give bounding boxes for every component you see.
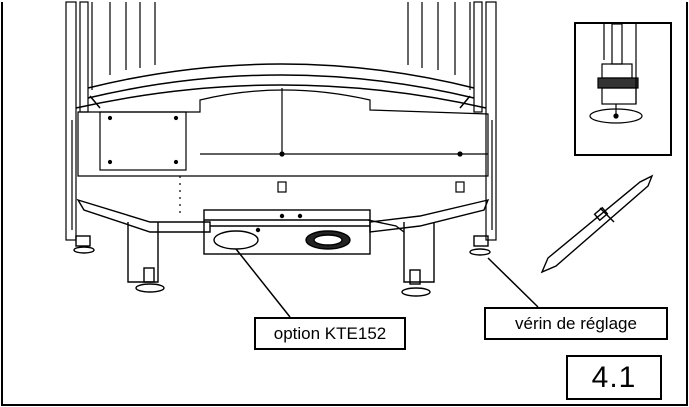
- option-kte152-label: option KTE152: [254, 317, 406, 350]
- top-arc: [75, 63, 487, 109]
- adjustment-wrench: [540, 174, 654, 274]
- base-frame: [73, 198, 491, 297]
- back-panel: [77, 88, 489, 216]
- leveling-jack-label: vérin de réglage: [484, 307, 668, 340]
- figure-number: 4.1: [566, 355, 662, 400]
- callout-lines: [235, 248, 539, 318]
- jack-detail-illustration: [589, 23, 643, 124]
- left-uprights: [65, 1, 156, 241]
- right-uprights: [407, 1, 497, 241]
- detail-inset: [574, 22, 672, 156]
- kte152-unit: [203, 209, 371, 255]
